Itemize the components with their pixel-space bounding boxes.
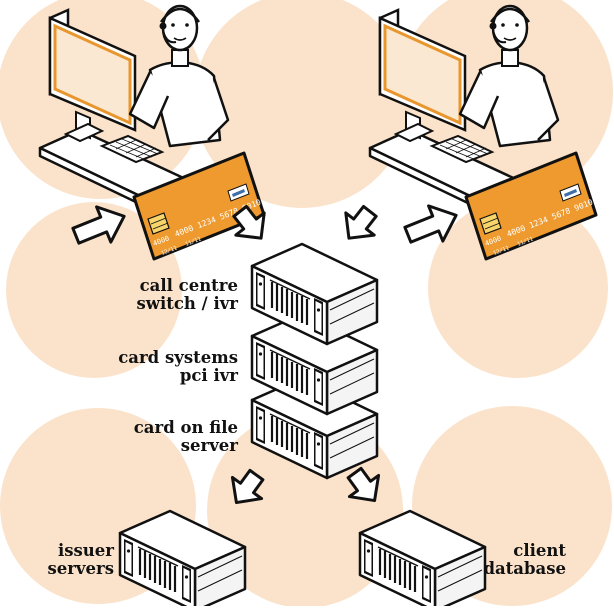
label-call-centre-switch: call centre switch / ivr [137,277,239,313]
label-call-centre-line2: switch / ivr [136,294,239,313]
label-card-on-file-line1: card on file [133,418,238,437]
label-issuer-servers: issuer servers [47,542,114,578]
svg-text:12/11: 12/11 [161,245,179,257]
svg-text:12/11: 12/11 [493,245,511,257]
label-card-systems-line2: pci ivr [179,366,238,385]
label-card-on-file-line2: server [180,436,238,455]
label-card-systems-line1: card systems [118,348,238,367]
label-call-centre-line1: call centre [139,276,238,295]
svg-text:11/11: 11/11 [517,236,535,248]
bg-circle-mid-right [428,198,608,378]
label-card-systems: card systems pci ivr [118,349,238,385]
arrow-right-agent-to-switch [333,198,386,251]
label-client-database: client database [483,542,566,578]
label-issuer-line2: servers [47,559,114,578]
svg-text:11/11: 11/11 [185,236,203,248]
bg-circle-mid-left [6,202,182,378]
label-card-on-file: card on file server [134,419,238,455]
label-client-line2: database [483,559,566,578]
label-issuer-line1: issuer [57,541,114,560]
label-client-line1: client [513,541,566,560]
bg-circle-top-center [194,0,410,208]
